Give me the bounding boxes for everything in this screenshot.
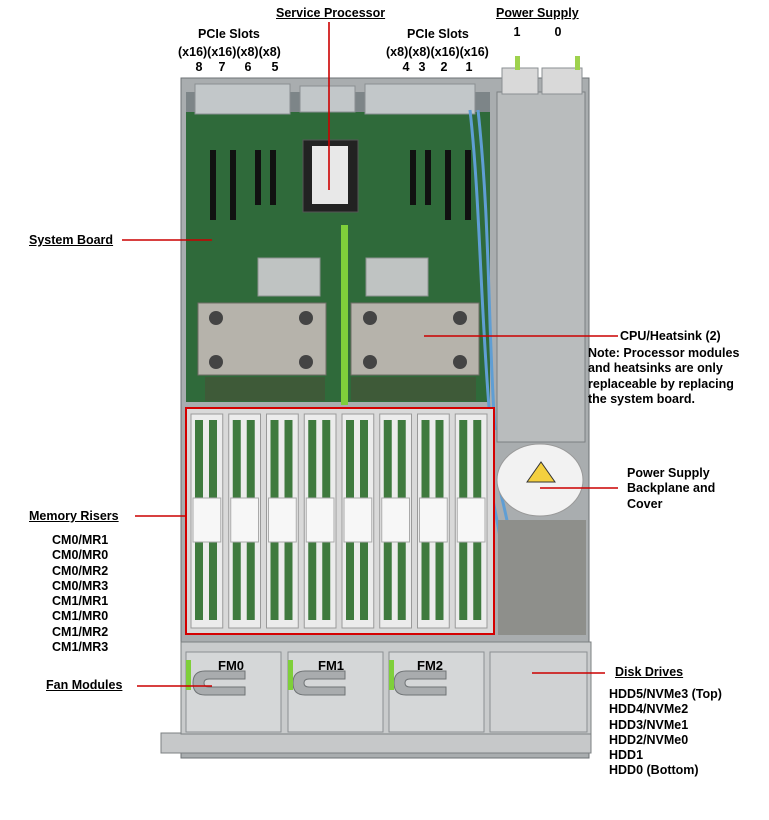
- cpu-dimm-strip: [205, 377, 476, 401]
- cpu-note: Note: Processor modules and heatsinks ar…: [588, 346, 739, 407]
- memory-riser-tag: [343, 497, 373, 543]
- memory-riser-tag: [419, 497, 448, 543]
- system-board-label: System Board: [29, 233, 114, 247]
- ps-backplane-line-1: Power Supply: [627, 466, 710, 480]
- green-lever: [341, 225, 348, 405]
- disk-drives-label: Disk Drives: [615, 665, 684, 679]
- memory-riser-tag: [381, 497, 410, 543]
- small-heatsinks: [257, 257, 429, 297]
- pcie-slot-7: 7: [218, 60, 226, 74]
- disk-drive-item: HDD3/NVMe1: [609, 717, 689, 732]
- power-supply-number-1: 1: [513, 25, 521, 39]
- cpu-heatsink-label: CPU/Heatsink (2): [620, 329, 721, 343]
- memory-riser-tag: [268, 497, 297, 543]
- pcie-slots-right: [410, 150, 471, 220]
- rear-io-brackets: [194, 83, 476, 115]
- fan-modules-bay: [180, 641, 592, 735]
- fan-modules-label: Fan Modules: [46, 678, 123, 692]
- power-supply-label: Power Supply: [496, 6, 579, 20]
- memory-riser-tag: [230, 497, 259, 543]
- fan-module-2-label: FM2: [417, 658, 443, 673]
- disk-drive-item: HDD5/NVMe3 (Top): [609, 687, 722, 701]
- fan-module-0-label: FM0: [218, 658, 244, 673]
- pcie-slot-2: 2: [440, 60, 448, 74]
- pcie-slot-3: 3: [418, 60, 426, 74]
- ps-backplane-line-3: Cover: [627, 496, 663, 511]
- power-supply-number-0: 0: [554, 25, 562, 39]
- memory-riser-tag: [456, 497, 486, 543]
- service-processor-label: Service Processor: [276, 6, 386, 20]
- cpu-note-line-4: the system board.: [588, 391, 695, 406]
- memory-risers-label: Memory Risers: [29, 509, 119, 523]
- pcie-slot-4: 4: [402, 60, 410, 74]
- chassis-front-bezel: [160, 732, 592, 754]
- memory-riser-item: CM1/MR0: [52, 609, 109, 624]
- ps-handles: [501, 67, 583, 95]
- ps-tabs: [515, 56, 580, 70]
- memory-riser-item: CM0/MR2: [52, 563, 109, 578]
- memory-riser-cards: [190, 413, 488, 629]
- pcie-right-widths: (x8)(x8)(x16)(x16): [386, 45, 489, 59]
- pcie-slots-left: [210, 150, 276, 220]
- cpu-heatsinks: [197, 302, 480, 376]
- sp-label-sticker: [312, 146, 348, 204]
- memory-riser-item: CM0/MR0: [52, 548, 109, 563]
- ps-backplane-line-2: Backplane and: [627, 481, 716, 496]
- pcie-slot-8: 8: [195, 60, 203, 74]
- ps-backplane-board: [498, 520, 586, 635]
- cpu-note-line-1: Note: Processor modules: [588, 346, 740, 360]
- pcie-right-title: PCIe Slots: [407, 27, 469, 41]
- fan-module-1-label: FM1: [318, 658, 344, 673]
- memory-riser-item: CM1/MR2: [52, 624, 109, 639]
- cpu-note-line-2: and heatsinks are only: [588, 361, 723, 376]
- pcie-left-title: PCIe Slots: [198, 27, 260, 41]
- disk-drive-item: HDD0 (Bottom): [609, 763, 699, 778]
- memory-riser-tag: [192, 497, 222, 543]
- memory-riser-item: CM1/MR3: [52, 640, 109, 655]
- warning-sticker: [526, 461, 556, 483]
- disk-drive-item: HDD1: [609, 748, 644, 763]
- leader-lines: [122, 22, 618, 687]
- pcie-left-widths: (x16)(x16)(x8)(x8): [178, 45, 281, 59]
- memory-riser-item: CM0/MR1: [52, 533, 109, 547]
- ps-backplane-label: Power Supply Backplane and Cover: [627, 466, 715, 512]
- disk-drives-bay: [489, 651, 588, 733]
- cpu-note-line-3: replaceable by replacing: [588, 376, 734, 391]
- disk-drive-item: HDD2/NVMe0: [609, 732, 689, 747]
- pcie-slot-5: 5: [271, 60, 279, 74]
- pcie-slot-6: 6: [244, 60, 252, 74]
- disk-drive-item: HDD4/NVMe2: [609, 702, 689, 717]
- memory-riser-item: CM0/MR3: [52, 578, 109, 593]
- memory-riser-tag: [305, 497, 335, 543]
- memory-riser-item: CM1/MR1: [52, 594, 109, 609]
- power-supply-bay: [496, 91, 586, 443]
- pcie-slot-1: 1: [465, 60, 473, 74]
